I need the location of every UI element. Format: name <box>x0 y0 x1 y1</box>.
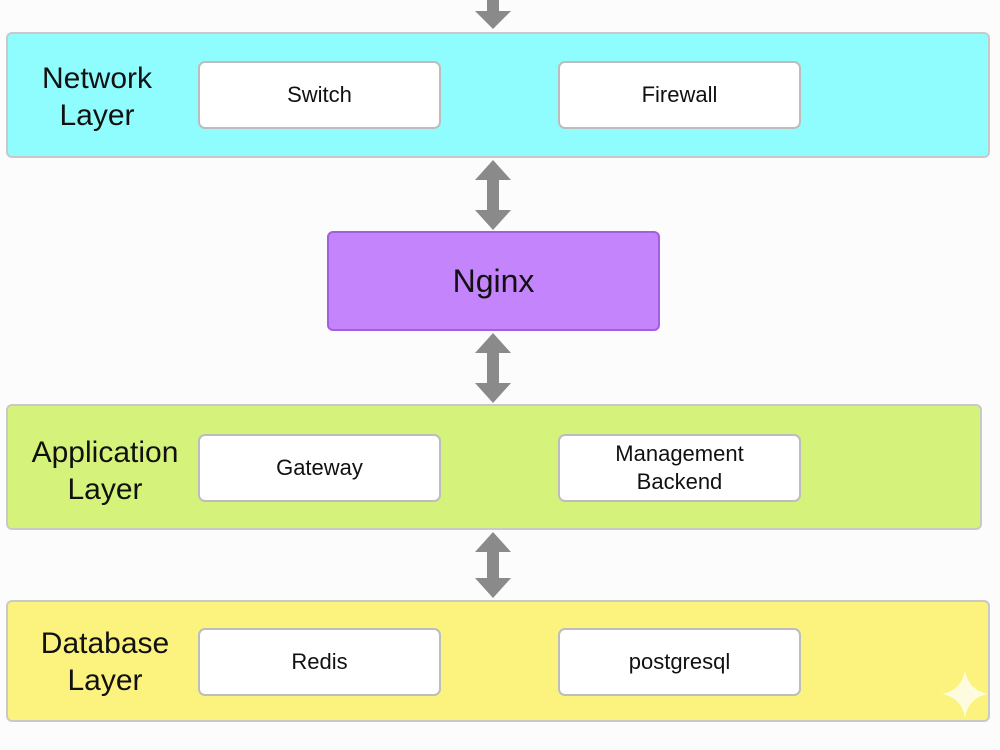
network-nginx-bidirectional-arrow <box>475 160 511 230</box>
management-backend-node[interactable]: Management Backend <box>558 434 801 502</box>
firewall-node[interactable]: Firewall <box>558 61 801 129</box>
database-layer: Database Layer Redis postgresql <box>6 600 990 722</box>
switch-node[interactable]: Switch <box>198 61 441 129</box>
network-layer-label: Network Layer <box>41 62 153 132</box>
application-layer: Application Layer Gateway Management Bac… <box>6 404 982 530</box>
nginx-node[interactable]: Nginx <box>327 231 660 331</box>
postgresql-node[interactable]: postgresql <box>558 628 801 696</box>
nginx-application-bidirectional-arrow <box>475 333 511 403</box>
application-layer-label: Application Layer <box>31 436 179 506</box>
database-layer-label: Database Layer <box>40 627 170 697</box>
gateway-node[interactable]: Gateway <box>198 434 441 502</box>
top-incoming-arrow <box>475 0 511 29</box>
network-layer: Network Layer Switch Firewall <box>6 32 990 158</box>
redis-node[interactable]: Redis <box>198 628 441 696</box>
application-database-bidirectional-arrow <box>475 532 511 598</box>
